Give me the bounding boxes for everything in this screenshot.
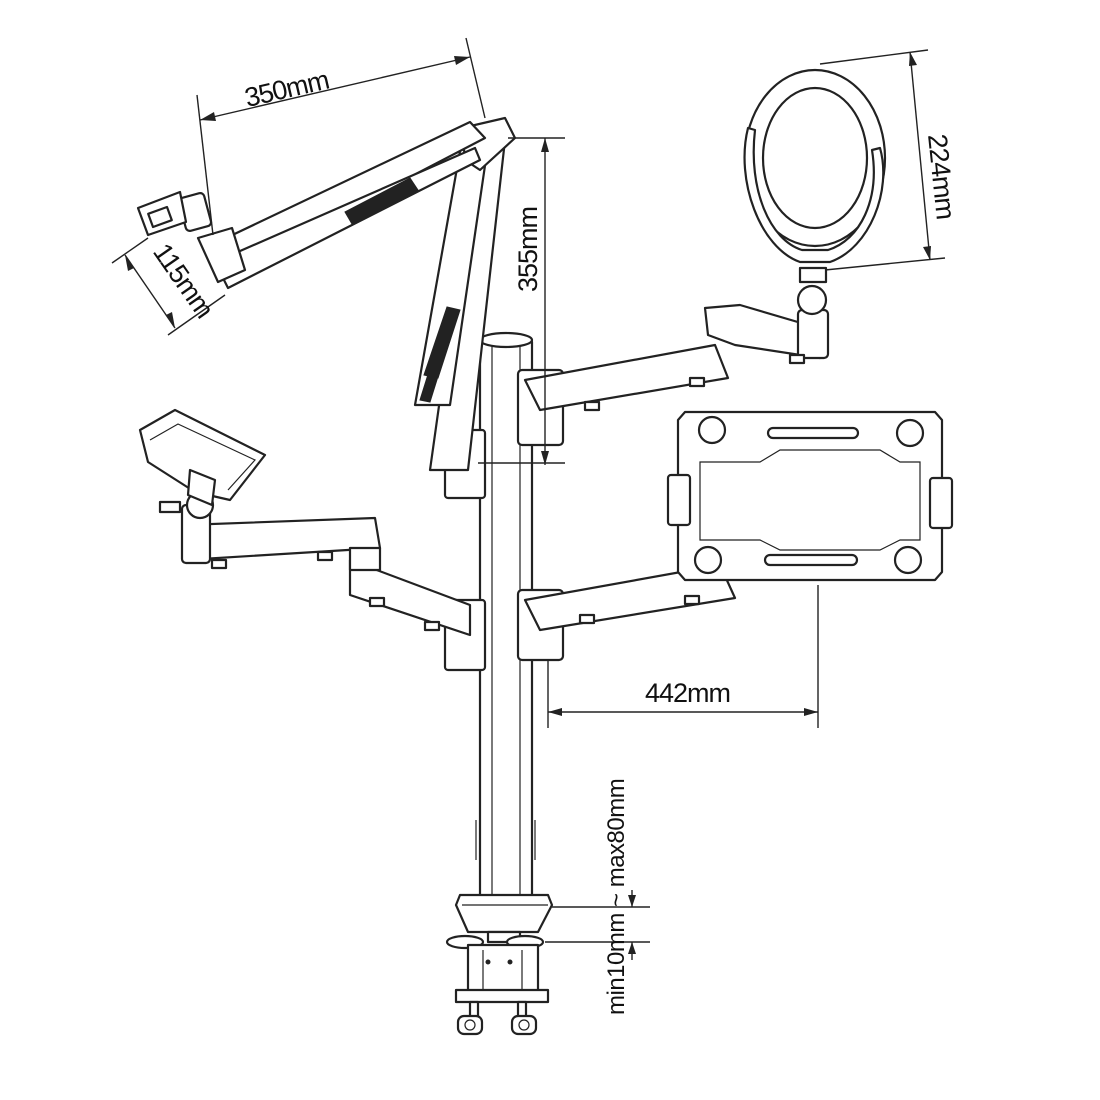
dimension-boom-height: 355mm [478, 137, 565, 465]
ring-light-arm [516, 266, 830, 447]
ring-light [743, 68, 887, 264]
tablet-holder [138, 408, 267, 507]
boom-arm [136, 116, 517, 500]
dimension-clamp-range: min10mm ~ max80mm [545, 779, 650, 1015]
dimension-laptop-reach: 442mm [547, 585, 819, 728]
laptop-arm [516, 563, 737, 662]
dimension-label-boom-height: 355mm [513, 207, 543, 292]
tablet-arm [158, 490, 487, 672]
dimension-label-boom-length: 350mm [242, 65, 332, 113]
laptop-tray [666, 410, 954, 582]
dimension-label-ring-diameter: 224mm [922, 132, 961, 220]
dimension-label-laptop-reach: 442mm [645, 678, 730, 708]
desk-clamp [445, 893, 554, 1036]
dimension-label-clamp-range: min10mm ~ max80mm [603, 779, 630, 1015]
